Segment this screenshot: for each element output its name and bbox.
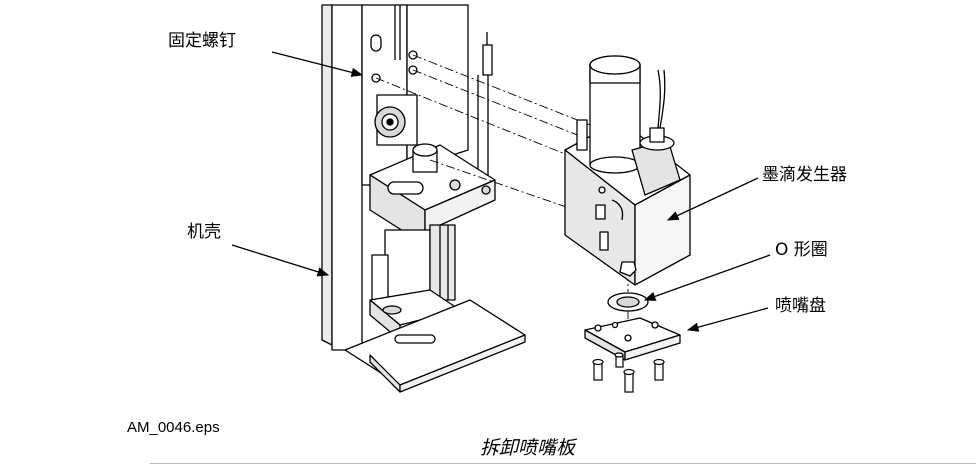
nozzle-plate	[584, 317, 681, 361]
screws	[592, 352, 665, 393]
callout-housing: 机壳	[187, 222, 221, 242]
housing-assembly	[321, 4, 526, 393]
figure-caption: 拆卸喷嘴板	[480, 437, 576, 459]
callout-o-ring: O 形圈	[775, 240, 828, 260]
leader-arrows	[231, 51, 771, 332]
callout-nozzle-plate: 喷嘴盘	[775, 296, 826, 316]
alignment-lines	[375, 54, 629, 322]
callout-fixing-screws: 固定螺钉	[168, 31, 236, 51]
callout-droplet-generator: 墨滴发生器	[762, 165, 847, 185]
droplet-generator	[564, 55, 691, 286]
file-name-label: AM_0046.eps	[127, 419, 220, 436]
divider	[150, 463, 976, 464]
o-ring	[607, 292, 649, 312]
